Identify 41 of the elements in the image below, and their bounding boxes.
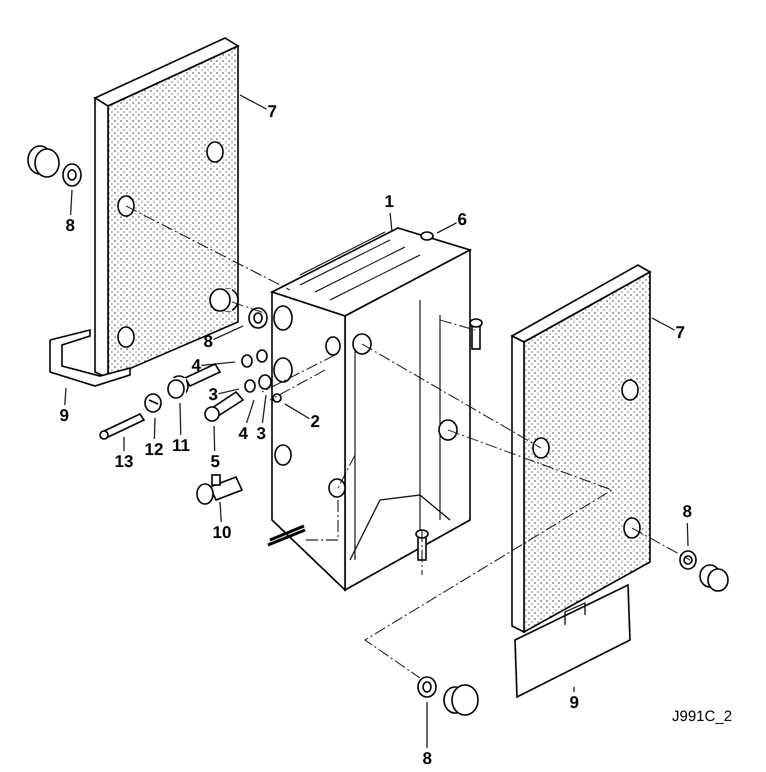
leader-line bbox=[219, 502, 222, 522]
callout-number: 5 bbox=[210, 452, 220, 472]
callout-number: 6 bbox=[458, 210, 467, 230]
callout-number: 8 bbox=[422, 749, 432, 769]
callout-number: 4 bbox=[238, 424, 248, 444]
leader-line bbox=[284, 404, 310, 420]
drawing-code: J991C_2 bbox=[672, 708, 732, 725]
leader-line bbox=[213, 326, 244, 340]
callout-number: 8 bbox=[204, 332, 213, 352]
leader-line bbox=[436, 222, 457, 234]
leader-line bbox=[246, 400, 255, 424]
callout-number: 1 bbox=[384, 192, 394, 212]
leader-line bbox=[123, 437, 125, 451]
leader-line bbox=[64, 388, 67, 406]
callout-number: 11 bbox=[172, 436, 190, 456]
leader-line bbox=[652, 318, 675, 331]
leader-line bbox=[179, 402, 182, 436]
callout-number: 8 bbox=[66, 216, 75, 236]
callout-number: 9 bbox=[60, 406, 69, 426]
leader-line bbox=[426, 702, 428, 748]
leader-line bbox=[218, 388, 240, 394]
callout-number: 4 bbox=[192, 356, 201, 376]
callout-number: 9 bbox=[570, 693, 579, 713]
callout-number: 7 bbox=[268, 102, 277, 122]
leader-line bbox=[154, 418, 156, 440]
leader-line bbox=[213, 426, 216, 452]
callout-number: 12 bbox=[144, 440, 164, 460]
callout-number: 2 bbox=[310, 412, 320, 432]
leader-line bbox=[201, 361, 236, 366]
leader-line bbox=[262, 394, 267, 424]
callout-number: 3 bbox=[208, 385, 218, 405]
leader-line bbox=[240, 94, 267, 110]
callout-number: 7 bbox=[676, 323, 685, 343]
leader-line bbox=[70, 190, 73, 216]
leader-line bbox=[390, 212, 393, 232]
callout-number: 10 bbox=[212, 523, 232, 543]
callout-number: 8 bbox=[682, 502, 692, 522]
callout-number: 3 bbox=[256, 424, 266, 444]
callout-number: 13 bbox=[114, 452, 134, 472]
leader-line bbox=[573, 687, 575, 692]
leader-line bbox=[686, 522, 689, 546]
